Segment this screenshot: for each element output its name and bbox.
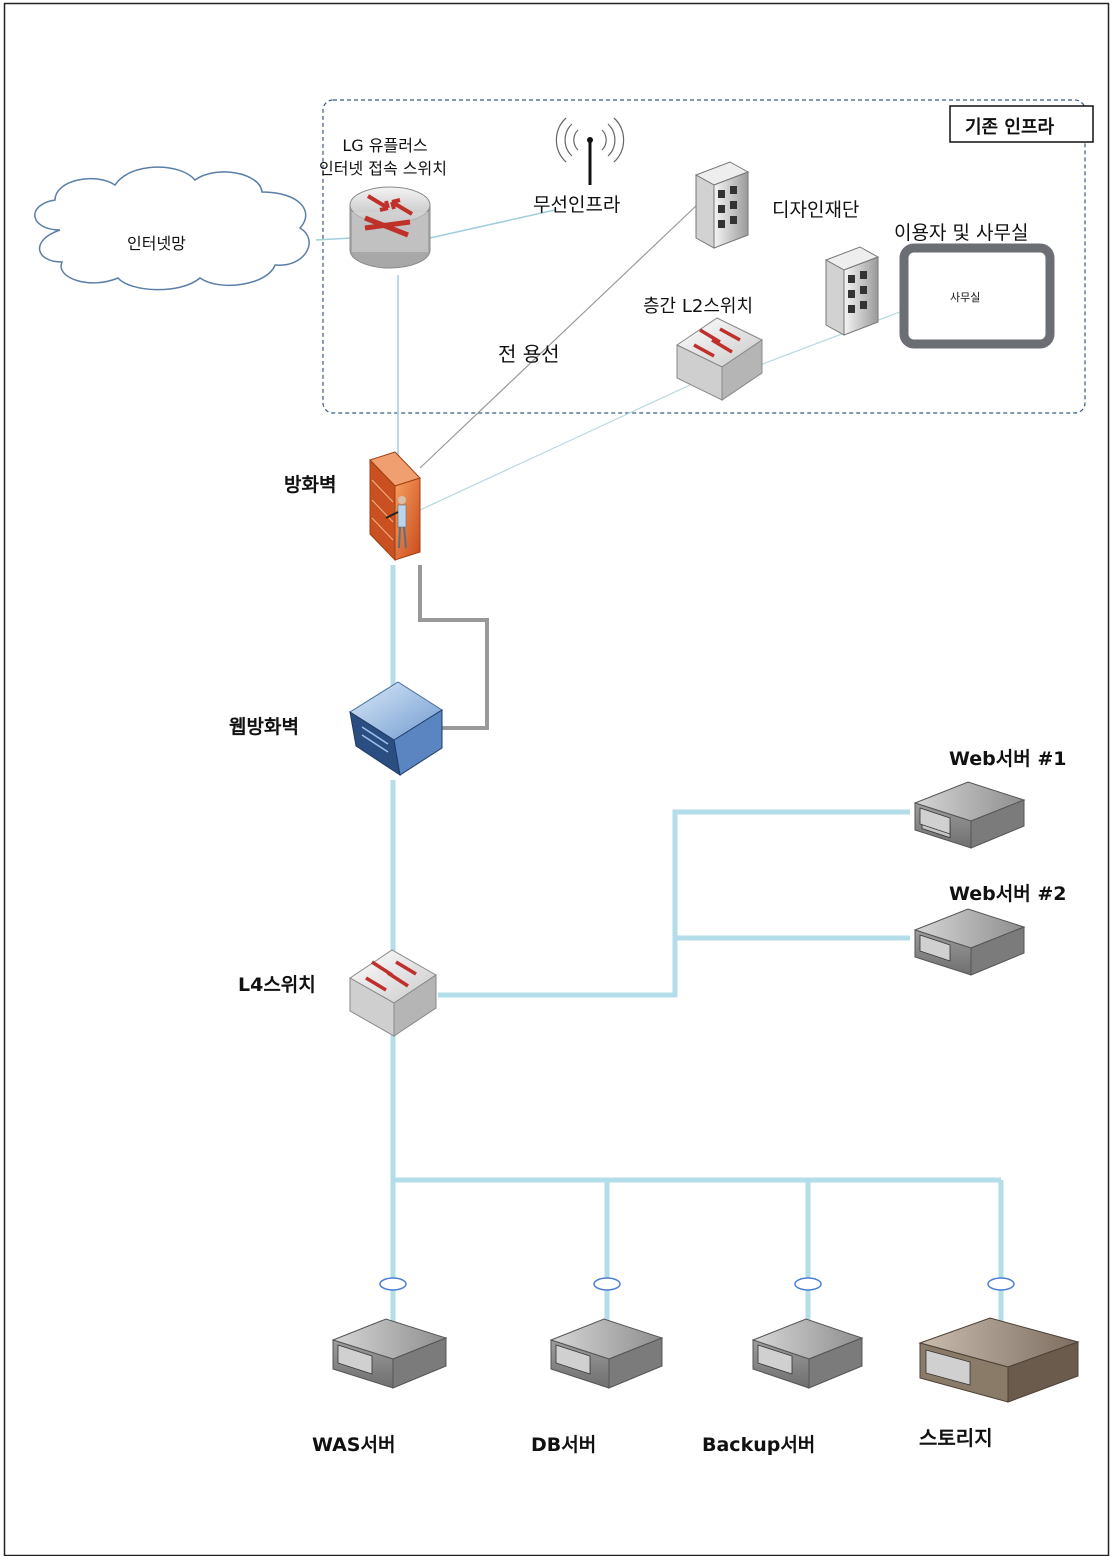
leased-line-label: 전 용선 (498, 342, 560, 366)
connector-db (593, 1277, 621, 1291)
legacy-infra-title: 기존 인프라 (965, 117, 1055, 138)
l4-switch-label: L4스위치 (238, 974, 316, 996)
isp-switch-label-line1: LG 유플러스 (342, 136, 428, 155)
floor-l2-switch-label: 층간 L2스위치 (643, 296, 754, 317)
db-server-label: DB서버 (531, 1434, 597, 1456)
internet-label: 인터넷망 (127, 234, 186, 253)
link-l2switch-office (759, 309, 906, 366)
server-panel-details (337, 807, 971, 1386)
web-server-1-label: Web서버 #1 (949, 748, 1067, 770)
connector-was (379, 1277, 407, 1291)
design-foundation-label: 디자인재단 (772, 199, 860, 221)
cloud-icon (34, 166, 310, 291)
office-screen (899, 243, 1055, 349)
link-l4-webservers (438, 809, 910, 998)
link-firewall-waf-bypass (418, 565, 489, 730)
building-icon (824, 246, 880, 336)
legacy-infra-region (322, 99, 1086, 414)
router-icon (349, 186, 431, 269)
switch-icon (676, 317, 763, 401)
web-server-2-label: Web서버 #2 (949, 883, 1067, 905)
web-firewall-label: 웹방화벽 (229, 716, 299, 738)
wireless-label: 무선인프라 (533, 194, 621, 216)
storage-label: 스토리지 (919, 1426, 993, 1450)
switch-icon (349, 949, 437, 1037)
connector-backup (794, 1277, 822, 1291)
isp-switch-label-line2: 인터넷 접속 스위치 (319, 159, 447, 178)
building-icon (694, 161, 750, 249)
link-firewall-l2switch (419, 384, 691, 511)
link-router-wireless (429, 209, 556, 239)
legacy-infra-title-box (949, 105, 1094, 143)
antenna-icon (555, 117, 625, 185)
link-internet-router (315, 237, 353, 241)
connector-storage (987, 1277, 1015, 1291)
firewall-icon (369, 451, 421, 562)
link-leased-line (419, 204, 698, 469)
office-box-label: 사무실 (950, 291, 981, 304)
web-firewall-appliance-icon (349, 681, 443, 777)
was-server-label: WAS서버 (312, 1434, 396, 1456)
firewall-label: 방화벽 (284, 474, 337, 496)
backup-server-label: Backup서버 (702, 1434, 816, 1456)
users-office-label: 이용자 및 사무실 (894, 222, 1029, 244)
